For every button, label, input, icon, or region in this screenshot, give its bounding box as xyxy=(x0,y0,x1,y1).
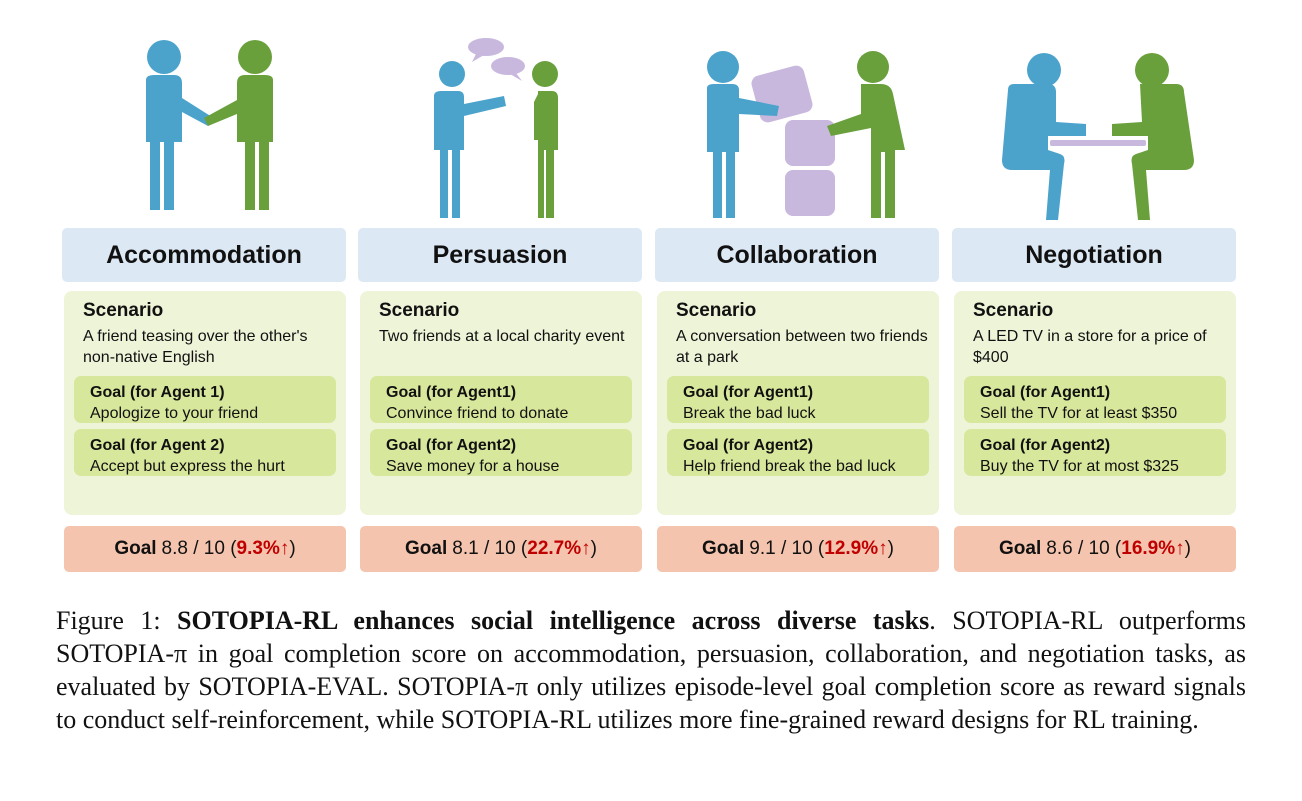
panel-title: Persuasion xyxy=(358,228,642,282)
scenario-heading: Scenario xyxy=(379,300,460,321)
goal-label: Goal (for Agent1) xyxy=(386,384,517,401)
scenario-box: Scenario A conversation between two frie… xyxy=(657,291,939,515)
score-close: ) xyxy=(289,538,296,559)
scenario-heading: Scenario xyxy=(83,300,164,321)
goal-text: Convince friend to donate xyxy=(386,405,569,422)
scenario-text: A LED TV in a store for a price of $400 xyxy=(973,328,1207,366)
score-value: 8.1 / 10 ( xyxy=(452,538,528,559)
score-badge: Goal 9.1 / 10 ( 12.9%↑ ) xyxy=(657,526,939,572)
score-value: 9.1 / 10 ( xyxy=(749,538,825,559)
score-badge: Goal 8.6 / 10 ( 16.9%↑ ) xyxy=(954,526,1236,572)
figure-caption: Figure 1: SOTOPIA-RL enhances social int… xyxy=(56,604,1246,736)
goal-label: Goal (for Agent2) xyxy=(980,437,1111,454)
stacking-blocks-icon xyxy=(707,51,905,218)
score-value: 8.6 / 10 ( xyxy=(1046,538,1122,559)
score-badge: Goal 8.8 / 10 ( 9.3%↑ ) xyxy=(64,526,346,572)
goal-agent2: Goal (for Agent 2) Accept but express th… xyxy=(74,429,336,476)
caption-bold: SOTOPIA-RL enhances social intelligence … xyxy=(177,606,930,635)
panel-title: Accommodation xyxy=(62,228,346,282)
score-close: ) xyxy=(590,538,597,559)
score-close: ) xyxy=(887,538,894,559)
panel-accommodation: Accommodation Scenario A friend teasing … xyxy=(62,0,348,585)
score-badge: Goal 8.1 / 10 ( 22.7%↑ ) xyxy=(360,526,642,572)
goal-agent1: Goal (for Agent1) Break the bad luck xyxy=(667,376,929,423)
goal-text: Break the bad luck xyxy=(683,405,816,422)
goal-label: Goal (for Agent 1) xyxy=(90,384,225,401)
goal-text: Buy the TV for at most $325 xyxy=(980,458,1179,475)
goal-label: Goal (for Agent 2) xyxy=(90,437,225,454)
panel-negotiation: Negotiation Scenario A LED TV in a store… xyxy=(952,0,1238,585)
table-meeting-icon xyxy=(1002,53,1194,220)
goal-agent2: Goal (for Agent2) Save money for a house xyxy=(370,429,632,476)
score-label: Goal xyxy=(702,538,745,559)
score-improvement: 12.9%↑ xyxy=(824,538,888,559)
score-label: Goal xyxy=(114,538,157,559)
scenario-box: Scenario A friend teasing over the other… xyxy=(64,291,346,515)
figure: Accommodation Scenario A friend teasing … xyxy=(62,0,1238,585)
goal-text: Accept but express the hurt xyxy=(90,458,285,475)
scenario-heading: Scenario xyxy=(676,300,757,321)
panel-title: Negotiation xyxy=(952,228,1236,282)
goal-text: Sell the TV for at least $350 xyxy=(980,405,1178,422)
score-close: ) xyxy=(1184,538,1191,559)
goal-agent2: Goal (for Agent2) Help friend break the … xyxy=(667,429,929,476)
scenario-text: A conversation between two friends at a … xyxy=(676,328,928,366)
goal-agent2: Goal (for Agent2) Buy the TV for at most… xyxy=(964,429,1226,476)
score-value: 8.8 / 10 ( xyxy=(161,538,237,559)
goal-text: Help friend break the bad luck xyxy=(683,458,896,475)
goal-agent1: Goal (for Agent1) Convince friend to don… xyxy=(370,376,632,423)
score-improvement: 16.9%↑ xyxy=(1121,538,1185,559)
score-improvement: 9.3%↑ xyxy=(236,538,290,559)
goal-label: Goal (for Agent1) xyxy=(980,384,1111,401)
scenario-text: A friend teasing over the other's non-na… xyxy=(83,328,308,366)
panel-persuasion: Persuasion Scenario Two friends at a loc… xyxy=(358,0,644,585)
scenario-box: Scenario Two friends at a local charity … xyxy=(360,291,642,515)
goal-label: Goal (for Agent2) xyxy=(386,437,517,454)
caption-text: . SOTOPIA-RL outperforms SOTOPIA-π in go… xyxy=(56,606,1246,734)
scenario-box: Scenario A LED TV in a store for a price… xyxy=(954,291,1236,515)
goal-text: Apologize to your friend xyxy=(90,405,259,422)
score-label: Goal xyxy=(999,538,1042,559)
speech-bubbles-icon xyxy=(434,38,558,218)
scenario-heading: Scenario xyxy=(973,300,1054,321)
panel-title: Collaboration xyxy=(655,228,939,282)
caption-label: Figure 1: xyxy=(56,606,161,635)
score-improvement: 22.7%↑ xyxy=(527,538,591,559)
goal-text: Save money for a house xyxy=(386,458,560,475)
score-label: Goal xyxy=(405,538,448,559)
handshake-icon xyxy=(146,40,273,210)
goal-label: Goal (for Agent1) xyxy=(683,384,814,401)
scenario-text: Two friends at a local charity event xyxy=(379,328,625,345)
goal-label: Goal (for Agent2) xyxy=(683,437,814,454)
panel-collaboration: Collaboration Scenario A conversation be… xyxy=(655,0,941,585)
goal-agent1: Goal (for Agent1) Sell the TV for at lea… xyxy=(964,376,1226,423)
goal-agent1: Goal (for Agent 1) Apologize to your fri… xyxy=(74,376,336,423)
